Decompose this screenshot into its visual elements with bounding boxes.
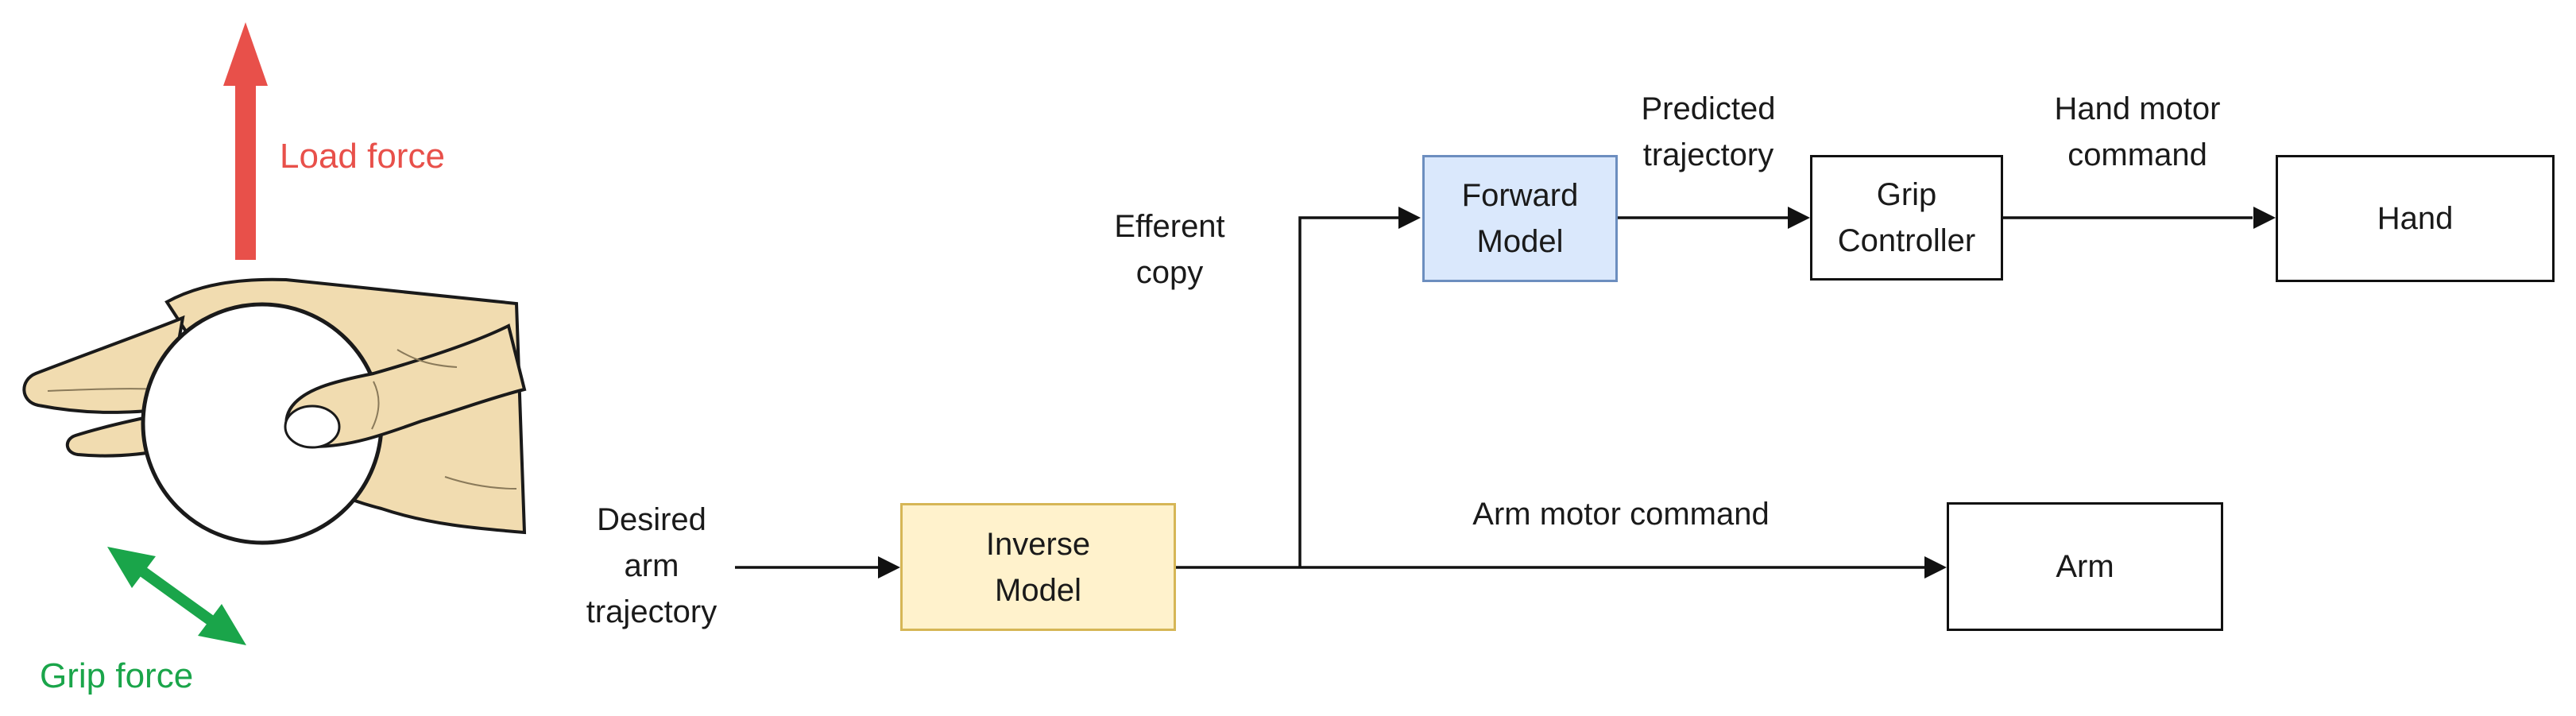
inverse-model-box: Inverse Model: [900, 503, 1176, 631]
inverse-model-label-line1: Inverse: [985, 526, 1091, 562]
grip-force-label: Grip force: [40, 653, 193, 699]
arm-label: Arm: [2056, 549, 2114, 584]
arrowhead-arm: [1924, 556, 1947, 579]
arrowhead-hand: [2253, 207, 2276, 229]
hand-cmd-label-line1: Hand motor: [2054, 91, 2221, 126]
load-force-text: Load force: [280, 137, 445, 176]
hand-label: Hand: [2377, 201, 2454, 236]
load-force-label: Load force: [280, 134, 445, 180]
desired-arm-trajectory-label: Desired arm trajectory: [572, 497, 731, 635]
efferent-copy-label: Efferent copy: [1090, 203, 1249, 296]
arm-box: Arm: [1947, 502, 2223, 631]
arm-motor-command-label: Arm motor command: [1454, 491, 1788, 537]
grip-force-arrow: [107, 547, 246, 645]
hand-drawing: [22, 277, 527, 545]
grip-controller-label-line2: Controller: [1837, 223, 1976, 258]
desired-label-line2: arm: [624, 548, 679, 583]
hand-motor-command-label: Hand motor command: [2034, 86, 2241, 178]
grip-force-text: Grip force: [40, 656, 194, 695]
efferent-label-line2: copy: [1135, 255, 1204, 290]
arrowhead-inverse: [878, 556, 900, 579]
hand-cmd-label-line2: command: [2067, 137, 2207, 172]
grip-controller-label-line1: Grip: [1876, 177, 1937, 212]
arrowhead-grip: [1788, 207, 1810, 229]
efferent-label-line1: Efferent: [1114, 209, 1225, 244]
predicted-trajectory-label: Predicted trajectory: [1621, 86, 1796, 178]
hand-box: Hand: [2276, 155, 2555, 282]
arrowhead-forward: [1398, 207, 1421, 229]
predicted-label-line2: trajectory: [1642, 137, 1774, 172]
arm-cmd-label: Arm motor command: [1472, 497, 1770, 532]
forward-model-label-line1: Forward: [1461, 178, 1579, 213]
load-force-arrow: [223, 22, 268, 260]
predicted-label-line1: Predicted: [1641, 91, 1776, 126]
grip-controller-box: Grip Controller: [1810, 155, 2003, 281]
hand-grip-illustration: [22, 22, 527, 645]
edge-efferent-to-forward: [1298, 216, 1402, 567]
forward-model-box: Forward Model: [1422, 155, 1618, 282]
forward-model-label-line2: Model: [1476, 224, 1564, 259]
desired-label-line3: trajectory: [586, 594, 717, 629]
inverse-model-label-line2: Model: [995, 572, 1081, 608]
desired-label-line1: Desired: [597, 502, 706, 537]
